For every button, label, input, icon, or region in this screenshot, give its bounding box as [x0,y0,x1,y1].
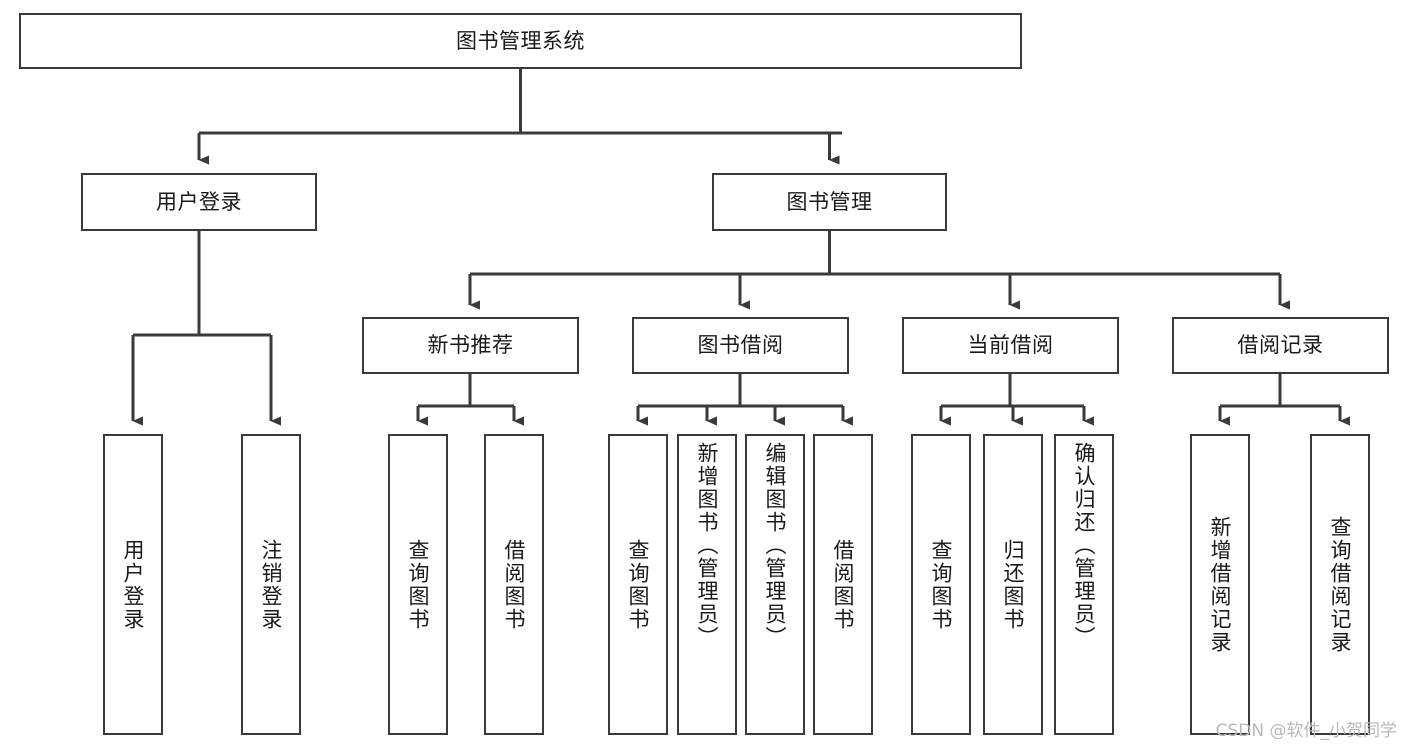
node-book-borrow[interactable]: 图书借阅 [632,317,849,374]
node-user-login-label: 用户登录 [156,189,242,214]
node-leaf-return-book-label: 归还图书 [1001,538,1026,631]
node-new-book-recommend[interactable]: 新书推荐 [362,317,579,374]
node-leaf-query-book-2-label: 查询图书 [626,538,651,631]
node-book-manage-label: 图书管理 [786,189,873,214]
node-borrow-record-label: 借阅记录 [1237,333,1324,358]
node-leaf-add-record-label: 新增借阅记录 [1208,515,1233,654]
node-leaf-borrow-book-2[interactable]: 借阅图书 [813,434,873,735]
watermark-text: CSDN @软件_小贺同学 [1215,721,1397,741]
node-leaf-logout-label: 注销登录 [259,538,284,631]
node-leaf-query-book-3[interactable]: 查询图书 [911,434,971,735]
node-leaf-confirm-return[interactable]: 确认归还（管理员） [1054,434,1114,735]
node-current-borrow[interactable]: 当前借阅 [902,317,1119,374]
node-user-login[interactable]: 用户登录 [81,173,317,231]
node-leaf-edit-book[interactable]: 编辑图书（管理员） [745,434,805,735]
node-leaf-query-book-1[interactable]: 查询图书 [388,434,448,735]
node-borrow-record[interactable]: 借阅记录 [1172,317,1389,374]
node-root[interactable]: 图书管理系统 [19,13,1022,69]
node-leaf-return-book[interactable]: 归还图书 [983,434,1043,735]
node-leaf-borrow-book-1[interactable]: 借阅图书 [484,434,544,735]
node-leaf-user-login-label: 用户登录 [121,538,146,631]
node-leaf-query-record-label: 查询借阅记录 [1328,515,1353,654]
node-leaf-query-record[interactable]: 查询借阅记录 [1310,434,1370,735]
node-leaf-add-book[interactable]: 新增图书（管理员） [677,434,737,735]
node-book-manage[interactable]: 图书管理 [712,173,947,231]
node-leaf-confirm-return-label: 确认归还（管理员） [1072,442,1097,649]
node-leaf-query-book-3-label: 查询图书 [929,538,954,631]
node-new-book-recommend-label: 新书推荐 [427,333,514,358]
node-leaf-query-book-1-label: 查询图书 [406,538,431,631]
node-leaf-edit-book-label: 编辑图书（管理员） [763,442,788,649]
node-leaf-user-login[interactable]: 用户登录 [103,434,163,735]
node-current-borrow-label: 当前借阅 [967,333,1054,358]
node-leaf-add-book-label: 新增图书（管理员） [695,442,720,649]
node-root-label: 图书管理系统 [456,28,585,53]
node-leaf-borrow-book-1-label: 借阅图书 [502,538,527,631]
node-book-borrow-label: 图书借阅 [697,333,784,358]
node-leaf-borrow-book-2-label: 借阅图书 [831,538,856,631]
node-leaf-add-record[interactable]: 新增借阅记录 [1190,434,1250,735]
node-leaf-query-book-2[interactable]: 查询图书 [608,434,668,735]
node-leaf-logout[interactable]: 注销登录 [241,434,301,735]
